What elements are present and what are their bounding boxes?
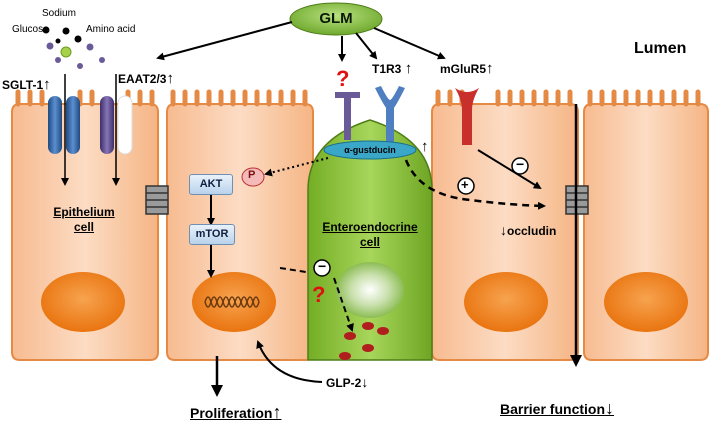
- lumen-label: Lumen: [634, 40, 687, 57]
- phospho-label: P: [248, 169, 256, 181]
- sglt1-transporter: [48, 96, 80, 154]
- enteroendocrine-cell: [307, 119, 433, 361]
- gustducin-label: α-gustducin: [344, 145, 396, 155]
- epithelium-label-line2: cell: [73, 220, 94, 234]
- gustducin-up-arrow: ↑: [421, 138, 429, 155]
- minus-circle-mglur5: [511, 157, 529, 175]
- epithelial-cell-2: [166, 89, 314, 361]
- plus-sign: +: [461, 177, 469, 192]
- epithelium-label-line1: Epithelium: [53, 205, 115, 219]
- dna-strand: [204, 296, 260, 308]
- minus-sign-mglur5: −: [516, 156, 525, 172]
- nucleus-4: [604, 272, 688, 332]
- nutrient-dots: [42, 26, 105, 69]
- entero-nucleus: [336, 262, 404, 318]
- unknown-receptor: [335, 92, 360, 140]
- mglur5-receptor: [455, 88, 479, 145]
- t1r3-receptor: [375, 86, 405, 146]
- entero-label-line2: cell: [359, 235, 380, 249]
- sodium-label: Sodium: [42, 8, 76, 19]
- epithelial-cell-4: [583, 89, 709, 361]
- unknown-receptor-question: ?: [336, 66, 350, 91]
- eaat-label: EAAT2/3↑: [118, 70, 174, 87]
- epithelial-cell-3: [431, 89, 579, 361]
- mtor-box: mTOR: [189, 224, 235, 245]
- gustducin-oval: [323, 140, 417, 160]
- minus-circle-glp2: [313, 259, 331, 277]
- sglt1-label: SGLT-1↑: [2, 76, 51, 93]
- nucleus-3: [464, 272, 548, 332]
- nucleus-2: [192, 272, 276, 332]
- glp2-granules: [339, 322, 389, 360]
- mglur5-label: mGluR5↑: [440, 60, 494, 77]
- glm-oval: [289, 2, 383, 36]
- plus-circle: [457, 177, 475, 195]
- phospho-circle: [241, 167, 265, 187]
- eaat-transporter: [100, 95, 133, 155]
- glm-label: GLM: [319, 10, 353, 27]
- glucose-label: Glucose: [12, 24, 49, 35]
- amino-acid-label: Amino acid: [86, 24, 136, 35]
- glm-arrows: [156, 21, 446, 62]
- occludin-label: ↓occludin: [500, 222, 557, 238]
- transport-arrows: [61, 74, 120, 186]
- unknown-glp2-question: ?: [312, 282, 326, 307]
- proliferation-label: Proliferation↑: [190, 402, 282, 422]
- entero-label-line1: Enteroendocrine: [322, 220, 418, 234]
- nucleus-1: [41, 272, 125, 332]
- epithelial-cell-1: [11, 89, 159, 361]
- akt-box: AKT: [189, 174, 233, 195]
- glp2-label: GLP-2↓: [326, 374, 369, 390]
- minus-sign-glp2: −: [318, 258, 327, 274]
- tight-junction-left: [145, 185, 169, 215]
- signaling-arrows: [207, 104, 582, 397]
- t1r3-label: T1R3 ↑: [372, 60, 413, 77]
- barrier-function-label: Barrier function↓: [500, 398, 615, 418]
